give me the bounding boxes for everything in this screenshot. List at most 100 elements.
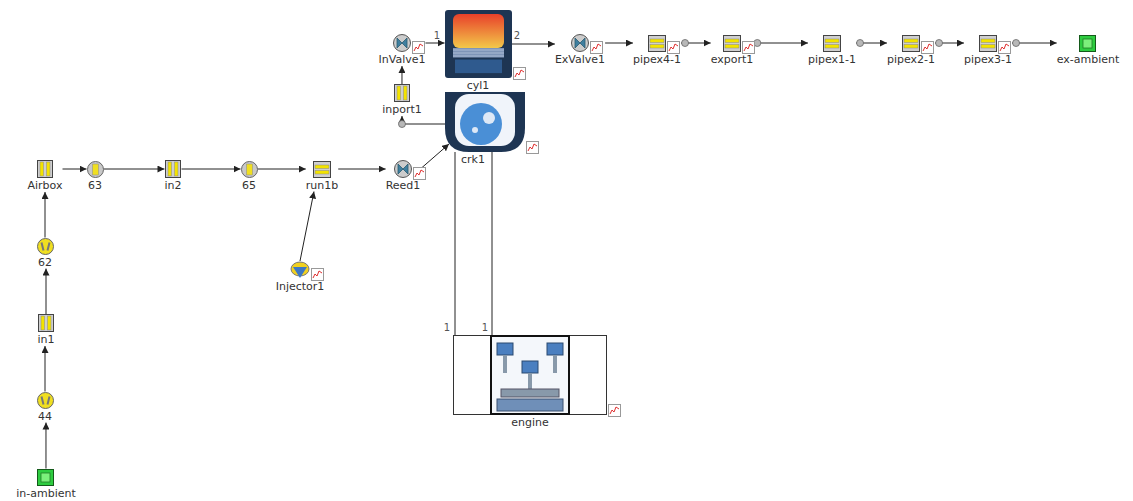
component-block: inport1 xyxy=(382,84,422,116)
flow-connector xyxy=(401,66,402,84)
component-block: export1 xyxy=(711,35,754,66)
component-label: 44 xyxy=(38,410,52,423)
flow-connector xyxy=(182,169,241,170)
orifA-icon xyxy=(37,238,54,255)
plot-icon xyxy=(921,41,934,54)
pipeH-icon xyxy=(823,35,841,52)
plot-icon xyxy=(413,167,426,180)
component-block: pipex4-1 xyxy=(633,35,681,66)
plot-icon xyxy=(608,404,621,417)
component-label: InValve1 xyxy=(379,53,426,66)
component-label: Airbox xyxy=(28,179,63,192)
component-label: pipex4-1 xyxy=(633,53,681,66)
component-block: Injector1 xyxy=(276,261,325,293)
component-label: pipex1-1 xyxy=(808,53,856,66)
ambient-icon xyxy=(37,469,54,486)
orifB-icon xyxy=(87,161,104,178)
junction-dot xyxy=(1013,40,1020,47)
component-block: ex-ambient xyxy=(1057,35,1120,66)
pipeH-icon xyxy=(723,35,741,52)
pipeV-icon xyxy=(37,160,53,178)
component-label: in2 xyxy=(164,179,181,192)
plot-icon xyxy=(513,67,526,80)
flow-connector xyxy=(402,116,445,124)
valve-icon xyxy=(571,34,589,52)
component-label: pipex3-1 xyxy=(964,53,1012,66)
flow-connector xyxy=(258,169,306,170)
junction-dot xyxy=(936,40,943,47)
flow-connector xyxy=(104,169,165,170)
component-label: export1 xyxy=(711,53,754,66)
pipeH-icon xyxy=(979,35,997,52)
flow-connector xyxy=(492,152,493,335)
component-label: cyl1 xyxy=(467,79,490,92)
component-label: engine xyxy=(511,416,549,429)
flow-connector xyxy=(605,43,633,44)
component-block: Airbox xyxy=(28,160,63,192)
pipeV-icon xyxy=(38,314,54,332)
orifA-icon xyxy=(37,392,54,409)
valve-icon xyxy=(393,34,411,52)
component-block: run1b xyxy=(306,161,338,192)
component-block: 63 xyxy=(87,161,104,192)
flow-connector xyxy=(63,169,87,170)
component-block: pipex1-1 xyxy=(808,35,856,66)
pipeV-icon xyxy=(394,84,410,102)
component-block: crk1 xyxy=(445,92,525,166)
pipeV-icon xyxy=(165,160,181,178)
component-block: 62 xyxy=(37,238,54,269)
component-label: in-ambient xyxy=(16,487,76,500)
component-label: inport1 xyxy=(382,103,422,116)
component-block: cyl1 xyxy=(445,10,512,92)
pipeH-icon xyxy=(902,35,920,52)
plot-icon xyxy=(742,41,755,54)
component-label: pipex2-1 xyxy=(887,53,935,66)
component-block: pipex3-1 xyxy=(964,35,1012,66)
flow-connector xyxy=(338,169,385,170)
flow-connector xyxy=(46,269,47,315)
component-block: in1 xyxy=(37,314,54,346)
plot-icon xyxy=(667,41,680,54)
component-label: Reed1 xyxy=(386,179,421,192)
pipeH-icon xyxy=(313,161,331,178)
component-label: in1 xyxy=(37,333,54,346)
component-block: Reed1 xyxy=(386,160,421,192)
component-label: ExValve1 xyxy=(555,53,605,66)
junction-dot xyxy=(682,40,689,47)
valve-icon xyxy=(394,160,412,178)
flow-connector xyxy=(420,144,449,169)
flow-connector xyxy=(45,192,46,238)
port-number: 2 xyxy=(514,30,520,42)
component-label: run1b xyxy=(306,179,338,192)
component-label: Injector1 xyxy=(276,280,325,293)
ambient-icon xyxy=(1079,35,1096,52)
port-number: 1 xyxy=(444,322,450,334)
component-label: ex-ambient xyxy=(1057,53,1120,66)
plot-icon xyxy=(412,41,425,54)
orifB-icon xyxy=(241,161,258,178)
junction-dot xyxy=(857,40,864,47)
component-block: engine xyxy=(453,335,607,429)
component-label: crk1 xyxy=(461,153,485,166)
component-label: 62 xyxy=(38,256,52,269)
flow-connector xyxy=(45,423,46,469)
component-label: 65 xyxy=(242,179,256,192)
flow-connector xyxy=(512,44,555,45)
injector-icon xyxy=(290,261,310,279)
plot-icon xyxy=(526,141,539,154)
port-number: 1 xyxy=(482,322,488,334)
port-number: 1 xyxy=(434,30,440,42)
junction-dot xyxy=(398,121,405,128)
flow-connector xyxy=(753,43,808,44)
component-block: pipex2-1 xyxy=(887,35,935,66)
crank-icon xyxy=(445,92,525,152)
component-block: 44 xyxy=(37,392,54,423)
component-block: InValve1 xyxy=(379,34,426,66)
plot-icon xyxy=(998,41,1011,54)
flow-connector xyxy=(425,43,444,44)
plot-icon xyxy=(590,41,603,54)
component-block: ExValve1 xyxy=(555,34,605,66)
engine-icon xyxy=(453,335,607,415)
component-block: in-ambient xyxy=(16,469,76,500)
